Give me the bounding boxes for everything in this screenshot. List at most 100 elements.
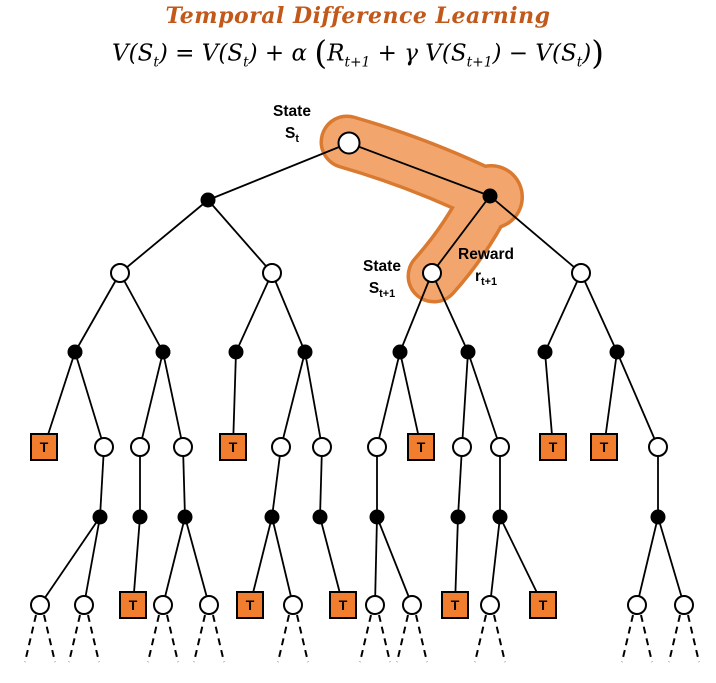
terminal-node-T8 (329, 591, 357, 619)
formula-big-paren: ) (591, 34, 605, 72)
action-node-E3 (177, 509, 193, 525)
terminal-node-T7 (236, 591, 264, 619)
terminal-node-label: T (451, 597, 460, 613)
dashed-continuation-edge (43, 614, 56, 663)
terminal-node-label: T (539, 597, 548, 613)
terminal-node-label: T (339, 597, 348, 613)
label-reward-word: Reward (458, 246, 514, 263)
dashed-continuation-edge (415, 614, 428, 663)
dashed-continuation-edge (212, 614, 225, 663)
action-node-E2 (132, 509, 148, 525)
dashed-continuation-edge (277, 614, 290, 663)
edge-E1-F2 (83, 516, 101, 606)
edge-D4-E3 (182, 446, 186, 518)
action-node-E8 (492, 509, 508, 525)
label-state-t-symbol: St (285, 125, 299, 146)
formula-term: ) − V(S (492, 40, 577, 67)
dashed-continuation-edge (687, 614, 700, 663)
state-node-D6 (271, 437, 291, 457)
formula-subscript: t+1 (344, 54, 371, 71)
action-node-C1 (67, 344, 83, 360)
dashed-continuation-edge (396, 614, 409, 663)
state-node-D11 (490, 437, 510, 457)
formula-term: ) + α (248, 40, 315, 67)
state-node-D3 (130, 437, 150, 457)
edge-D2-E1 (99, 446, 105, 518)
state-node-B3 (422, 263, 442, 283)
action-node-E7 (450, 509, 466, 525)
action-node-C8 (609, 344, 625, 360)
formula-term: + γ V(S (370, 40, 467, 67)
state-node-D4 (173, 437, 193, 457)
edge-R-A2 (348, 142, 491, 197)
dashed-continuation-edge (193, 614, 206, 663)
action-node-E5 (312, 509, 328, 525)
state-node-F10 (402, 595, 422, 615)
edge-E8-F12 (489, 516, 501, 606)
formula-subscript: t (153, 54, 159, 71)
edge-B4-C8 (580, 272, 618, 353)
terminal-node-label: T (129, 597, 138, 613)
edge-C1-D2 (74, 351, 105, 448)
state-node-F2 (74, 595, 94, 615)
terminal-node-label: T (549, 439, 558, 455)
edge-E3-F4 (162, 516, 186, 606)
edge-E1-F1 (39, 516, 101, 606)
edge-B2-C3 (235, 272, 273, 353)
state-node-B1 (110, 263, 130, 283)
edge-B1-C1 (74, 272, 121, 353)
action-node-A1 (200, 192, 216, 208)
page-title: Temporal Difference Learning (165, 3, 551, 29)
state-node-D7 (312, 437, 332, 457)
formula-subscript: t+1 (466, 54, 493, 71)
edge-C3-T2 (232, 351, 237, 448)
dashed-continuation-edge (621, 614, 634, 663)
edge-C6-D11 (467, 351, 501, 448)
terminal-node-label: T (600, 439, 609, 455)
state-node-F4 (153, 595, 173, 615)
state-node-F14 (627, 595, 647, 615)
edge-C6-D10 (461, 351, 469, 448)
label-state-t1-word: State (363, 258, 401, 275)
state-node-B2 (262, 263, 282, 283)
action-node-E1 (92, 509, 108, 525)
edge-E3-F5 (184, 516, 210, 606)
edge-A2-B3 (431, 195, 491, 274)
state-node-D2 (94, 437, 114, 457)
formula-term: V(S (111, 40, 154, 67)
edge-B4-C7 (544, 272, 582, 353)
terminal-node-T1 (30, 433, 58, 461)
dashed-continuation-edge (359, 614, 372, 663)
action-node-C5 (392, 344, 408, 360)
dashed-continuation-edge (493, 614, 506, 663)
terminal-node-T9 (441, 591, 469, 619)
label-reward-symbol: rt+1 (474, 268, 498, 289)
edge-D7-E5 (319, 446, 323, 518)
dashed-continuation-edge (640, 614, 653, 663)
terminal-node-label: T (229, 439, 238, 455)
terminal-node-T10 (529, 591, 557, 619)
state-node-F5 (199, 595, 219, 615)
terminal-node-T3 (407, 433, 435, 461)
dashed-continuation-edge (378, 614, 391, 663)
formula-subscript: t (576, 54, 583, 71)
edge-R-A1 (207, 142, 350, 201)
td-update-formula: V(St) = V(St) + α (Rt+1 + γ V(St+1) − V(… (0, 33, 716, 74)
action-node-E9 (650, 509, 666, 525)
action-node-C6 (460, 344, 476, 360)
edge-E4-F7 (271, 516, 294, 606)
edge-C1-T1 (43, 351, 76, 448)
edge-C4-D6 (280, 351, 306, 448)
dashed-continuation-edge (474, 614, 487, 663)
state-node-F12 (480, 595, 500, 615)
dashed-continuation-edge (87, 614, 100, 663)
terminal-node-T6 (119, 591, 147, 619)
edge-E6-F9 (374, 516, 378, 606)
dashed-continuation-edge (24, 614, 37, 663)
edge-C4-D7 (304, 351, 323, 448)
edge-C2-D3 (139, 351, 164, 448)
dashed-continuation-edge (296, 614, 309, 663)
label-reward: Reward rt+1 (458, 244, 514, 290)
